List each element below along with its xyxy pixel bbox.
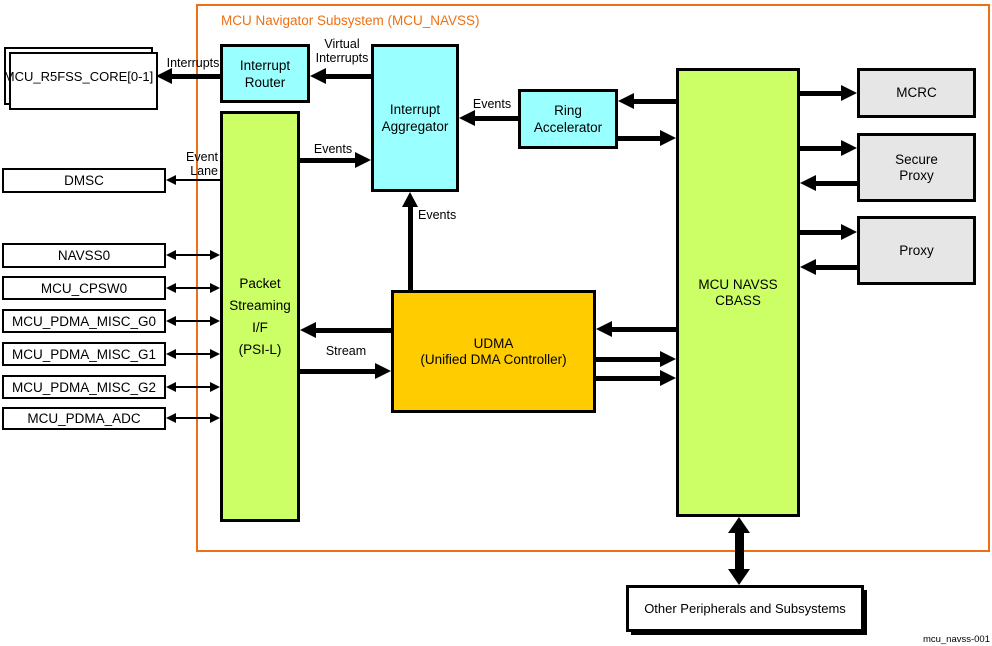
block-mcu-r5fss-core: MCU_R5FSS_CORE[0-1] xyxy=(4,47,158,110)
label-events-udma: Events xyxy=(418,208,457,222)
arrow-line xyxy=(176,320,210,322)
arrow-head xyxy=(156,68,172,84)
arrow-head xyxy=(166,316,176,326)
block-packet-streaming-if: Packet Streaming I/F (PSI-L) xyxy=(220,111,300,522)
arrow-head xyxy=(355,152,371,168)
block-mcu-pdma-misc-g0: MCU_PDMA_MISC_G0 xyxy=(2,309,166,333)
block-proxy: Proxy xyxy=(857,216,976,285)
arrow-head xyxy=(166,349,176,359)
arrow-line xyxy=(612,327,676,332)
arrow-head xyxy=(800,259,816,275)
arrow-head xyxy=(210,382,220,392)
arrow-head xyxy=(728,569,750,585)
arrow-head xyxy=(841,140,857,156)
arrow-head xyxy=(841,224,857,240)
arrow-head xyxy=(660,351,676,367)
arrow-head xyxy=(660,130,676,146)
figure-id-caption: mcu_navss-001 xyxy=(922,634,990,645)
arrow-head xyxy=(166,413,176,423)
block-mcu-navss-cbass: MCU NAVSS CBASS xyxy=(676,68,800,517)
label-event-lane: Event Lane xyxy=(186,150,218,178)
arrow-line xyxy=(475,116,518,121)
arrow-line xyxy=(816,265,857,270)
arrow-line xyxy=(176,287,210,289)
arrow-head xyxy=(166,175,176,185)
block-mcrc: MCRC xyxy=(857,68,976,118)
block-interrupt-router: Interrupt Router xyxy=(220,44,310,103)
arrow-line xyxy=(176,386,210,388)
arrow-line xyxy=(800,91,841,96)
arrow-head xyxy=(728,517,750,533)
mcu-navss-container xyxy=(196,4,990,552)
arrow-line xyxy=(800,230,841,235)
diagram-title: MCU Navigator Subsystem (MCU_NAVSS) xyxy=(221,13,480,28)
arrow-line xyxy=(800,146,841,151)
arrow-line xyxy=(618,136,660,141)
arrow-head xyxy=(210,349,220,359)
arrow-line xyxy=(816,181,857,186)
arrow-line xyxy=(176,254,210,256)
arrow-head xyxy=(310,68,326,84)
block-mcu-pdma-misc-g2: MCU_PDMA_MISC_G2 xyxy=(2,375,166,399)
arrow-head xyxy=(210,316,220,326)
block-secure-proxy: Secure Proxy xyxy=(857,133,976,202)
arrow-line xyxy=(316,328,391,333)
arrow-line xyxy=(326,74,371,79)
arrow-line xyxy=(735,533,744,569)
block-ring-accelerator: Ring Accelerator xyxy=(518,89,618,149)
label-virtual-interrupts: Virtual Interrupts xyxy=(315,37,369,65)
arrow-head xyxy=(841,85,857,101)
arrow-head xyxy=(375,363,391,379)
arrow-head xyxy=(210,250,220,260)
label-events-ring: Events xyxy=(472,97,512,111)
arrow-head xyxy=(166,283,176,293)
block-mcu-pdma-misc-g1: MCU_PDMA_MISC_G1 xyxy=(2,342,166,366)
arrow-line xyxy=(172,74,220,79)
arrow-line xyxy=(596,376,660,381)
label-events-psil: Events xyxy=(313,142,353,156)
arrow-head xyxy=(459,110,475,126)
block-mcu-pdma-adc: MCU_PDMA_ADC xyxy=(2,407,166,430)
arrow-line xyxy=(596,357,660,362)
arrow-line xyxy=(300,369,375,374)
block-navss0: NAVSS0 xyxy=(2,243,166,268)
arrow-line xyxy=(176,353,210,355)
arrow-head xyxy=(618,93,634,109)
label-interrupts: Interrupts xyxy=(166,56,220,70)
arrow-head xyxy=(596,321,612,337)
arrow-head xyxy=(166,250,176,260)
arrow-line xyxy=(300,158,355,163)
block-udma: UDMA (Unified DMA Controller) xyxy=(391,290,596,413)
arrow-head xyxy=(660,370,676,386)
arrow-line xyxy=(408,207,413,290)
arrow-line xyxy=(176,179,220,181)
arrow-head xyxy=(210,413,220,423)
block-dmsc: DMSC xyxy=(2,168,166,193)
block-mcu-cpsw0: MCU_CPSW0 xyxy=(2,276,166,300)
label-stream: Stream xyxy=(325,344,367,358)
arrow-head xyxy=(402,192,418,207)
arrow-head xyxy=(166,382,176,392)
arrow-head xyxy=(210,283,220,293)
arrow-line xyxy=(176,417,210,419)
block-other-peripherals: Other Peripherals and Subsystems xyxy=(626,585,864,632)
block-interrupt-aggregator: Interrupt Aggregator xyxy=(371,44,459,192)
arrow-head xyxy=(800,175,816,191)
arrow-line xyxy=(634,99,676,104)
arrow-head xyxy=(300,322,316,338)
